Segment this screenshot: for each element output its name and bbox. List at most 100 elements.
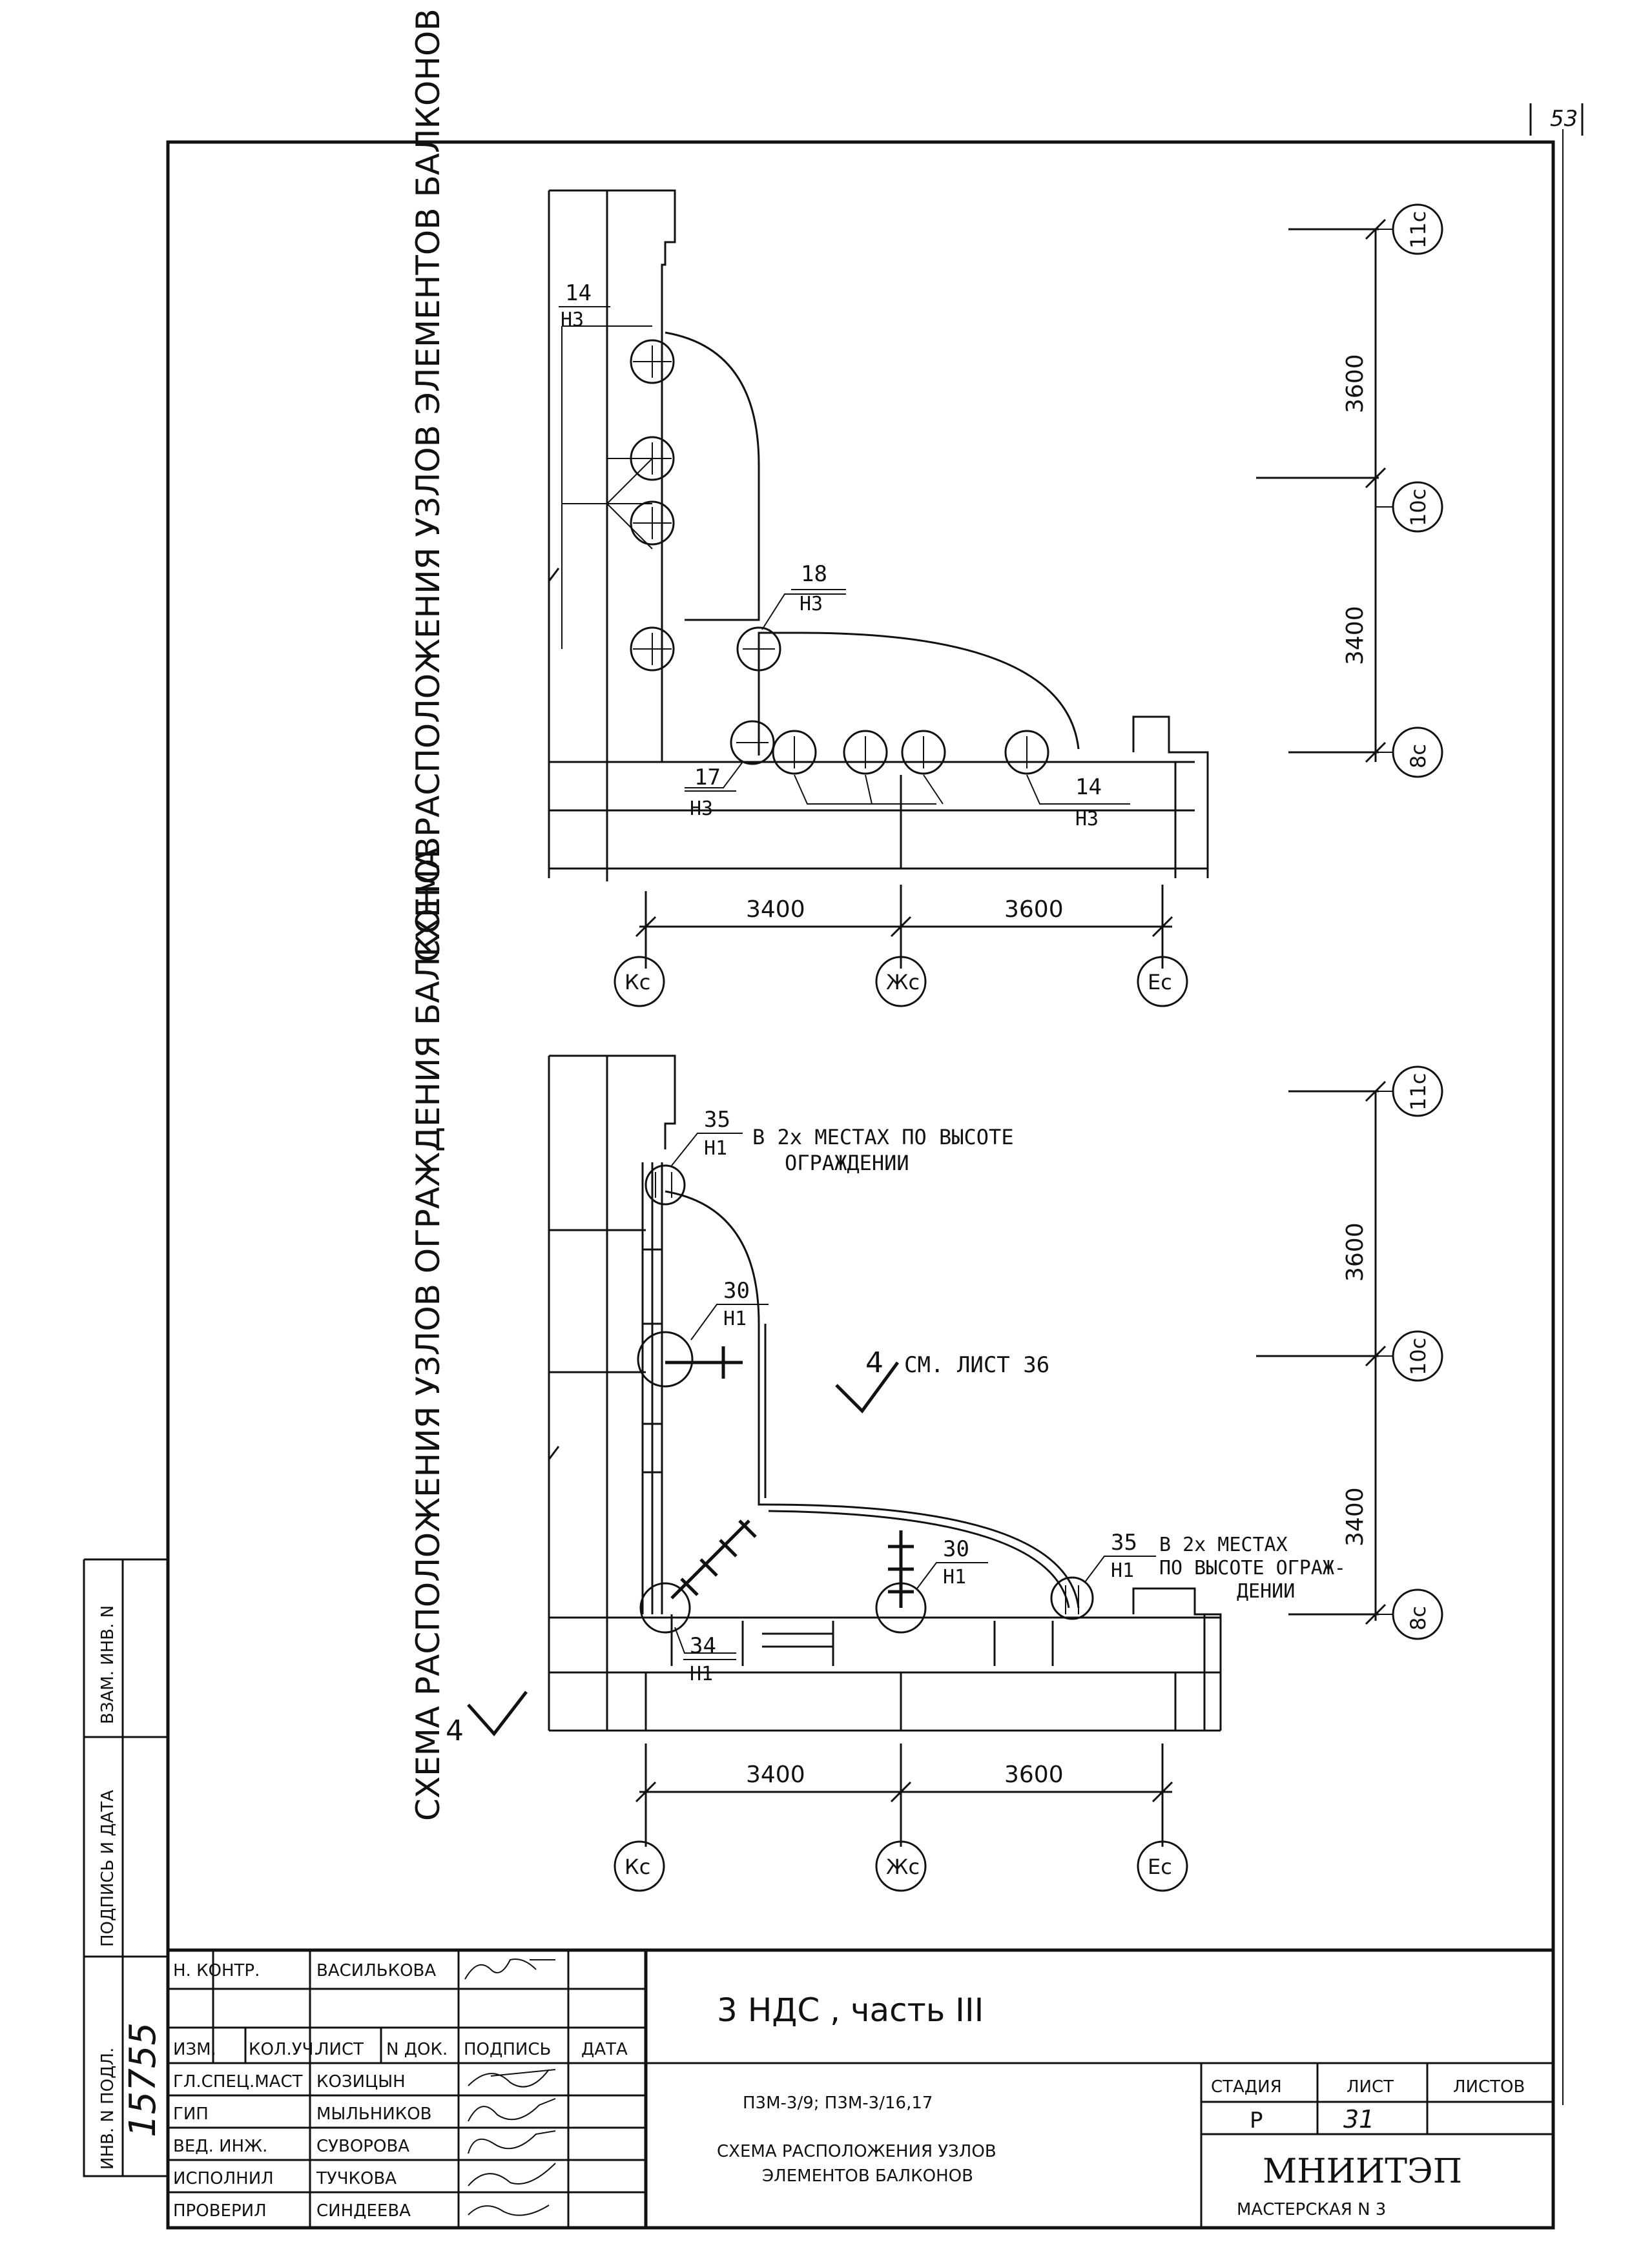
dim-h-3600: 3600 xyxy=(1004,1762,1064,1788)
sheet-title-line1: СХЕМА РАСПОЛОЖЕНИЯ УЗЛОВ xyxy=(717,2142,996,2161)
callout-sheet: Н3 xyxy=(690,797,713,820)
hdr-listov: ЛИСТОВ xyxy=(1453,2077,1525,2097)
callout-number: 17 xyxy=(694,765,721,790)
signer-rows: ГЛ.СПЕЦ.МАСТ КОЗИЦЫН ГИП МЫЛЬНИКОВ ВЕД. … xyxy=(173,2072,432,2221)
axis-label: 10с xyxy=(1406,489,1430,526)
dim-h-3400: 3400 xyxy=(746,1762,805,1788)
axis-label: Кс xyxy=(625,1855,650,1879)
callout-number: 34 xyxy=(690,1633,716,1659)
project-title: 3 НДС , часть III xyxy=(717,1991,984,2029)
note-right-line2: ПО ВЫСОТЕ ОГРАЖ- xyxy=(1159,1557,1346,1579)
axis-bubbles-horizontal: Кс Жс Ес xyxy=(614,1840,1188,1892)
axis-bubbles-horizontal: Кс Жс Ес xyxy=(614,956,1188,1007)
doc-codes: П3М-3/9; П3М-3/16,17 xyxy=(743,2093,933,2113)
callout-number: 30 xyxy=(723,1278,750,1304)
callout-number: 18 xyxy=(801,561,827,587)
note-right-line3: ДЕНИИ xyxy=(1237,1580,1295,1603)
sheet-title-line2: ЭЛЕМЕНТОВ БАЛКОНОВ xyxy=(762,2166,973,2186)
signer-role: ИСПОЛНИЛ xyxy=(173,2169,274,2188)
callout-sheet: Н3 xyxy=(1075,808,1099,830)
axis-label: Жс xyxy=(886,970,920,994)
col-izm: ИЗМ. xyxy=(173,2040,216,2059)
note-top-line1: В 2х МЕСТАХ ПО ВЫСОТЕ xyxy=(752,1125,1014,1149)
section-ref: СМ. ЛИСТ 36 xyxy=(904,1352,1049,1378)
guard-notes: В 2х МЕСТАХ ПО ВЫСОТЕ ОГРАЖДЕНИИ В 2х МЕ… xyxy=(752,1125,1346,1603)
axis-label: Ес xyxy=(1148,1855,1172,1879)
node-circles xyxy=(630,339,1049,775)
guard-node-circles xyxy=(637,1164,1094,1634)
axis-label: 10с xyxy=(1406,1338,1430,1375)
axis-label: 11с xyxy=(1406,1073,1430,1111)
signer-name: ТУЧКОВА xyxy=(316,2169,397,2188)
section-mark-number: 4 xyxy=(865,1346,883,1379)
side-stamp: ВЗАМ. ИНВ. N ПОДПИСЬ И ДАТА ИНВ. N ПОДЛ.… xyxy=(83,1558,168,2177)
axis-label: 8с xyxy=(1406,744,1430,768)
signer-role: ПРОВЕРИЛ xyxy=(173,2201,267,2221)
section-mark-4: 4 СМ. ЛИСТ 36 4 xyxy=(446,1346,1049,1747)
signer-role: ВЕД. ИНЖ. xyxy=(173,2137,267,2156)
axis-label: Ес xyxy=(1148,970,1172,994)
podpis-data-label: ПОДПИСЬ И ДАТА xyxy=(98,1790,118,1947)
stadia-value: Р xyxy=(1250,2108,1263,2133)
signatures xyxy=(468,2069,556,2216)
callout-number: 14 xyxy=(565,280,592,306)
col-koluch: КОЛ.УЧ. xyxy=(249,2040,319,2059)
callout-sheet: Н3 xyxy=(800,593,823,615)
signer-role: ГИП xyxy=(173,2104,209,2124)
callout-sheet: Н1 xyxy=(723,1308,747,1330)
signer-role: ГЛ.СПЕЦ.МАСТ xyxy=(173,2072,303,2092)
axis-label: 8с xyxy=(1406,1606,1430,1630)
col-list: ЛИСТ xyxy=(316,2040,364,2059)
n-kontr-name: ВАСИЛЬКОВА xyxy=(316,1961,436,1980)
inv-podl-label: ИНВ. N ПОДЛ. xyxy=(98,2048,118,2170)
bottom-callouts: 35 Н1 30 Н1 30 Н1 35 Н1 34 Н1 xyxy=(683,1107,1156,1685)
col-data: ДАТА xyxy=(581,2040,628,2059)
dim-h-3400: 3400 xyxy=(746,896,805,923)
axis-label: Кс xyxy=(625,970,650,994)
dim-v-3600: 3600 xyxy=(1342,354,1368,413)
signer-name: СУВОРОВА xyxy=(316,2137,409,2156)
axis-label: Жс xyxy=(886,1855,920,1879)
callout-number: 35 xyxy=(704,1107,730,1133)
callout-sheet: Н1 xyxy=(690,1663,713,1685)
top-callouts: 14 Н3 18 Н3 17 Н3 14 Н3 xyxy=(559,280,1130,830)
callout-number: 30 xyxy=(943,1536,969,1562)
signer-name: СИНДЕЕВА xyxy=(316,2201,411,2221)
callout-number: 14 xyxy=(1075,774,1102,800)
title-block: Н. КОНТР. ВАСИЛЬКОВА 3 НДС , часть III И… xyxy=(168,1948,1553,2228)
callout-number: 35 xyxy=(1111,1530,1137,1556)
axis-bubbles-vertical: 11с 10с 8с xyxy=(1376,203,1443,778)
dim-v-3600: 3600 xyxy=(1342,1222,1368,1282)
note-right-line1: В 2х МЕСТАХ xyxy=(1159,1534,1288,1556)
signer-name: КОЗИЦЫН xyxy=(316,2072,406,2092)
hdr-list: ЛИСТ xyxy=(1347,2077,1394,2097)
col-podpis: ПОДПИСЬ xyxy=(464,2040,551,2059)
signature-vasilkova xyxy=(464,1959,555,1980)
callout-sheet: Н1 xyxy=(704,1137,727,1160)
org-name: МНИИТЭП xyxy=(1263,2152,1462,2191)
n-kontr-role: Н. КОНТР. xyxy=(173,1961,260,1980)
hdr-stadia: СТАДИЯ xyxy=(1211,2077,1282,2097)
callout-sheet: Н1 xyxy=(943,1566,966,1589)
axis-bubbles-vertical: 11с 10с 8с xyxy=(1376,1065,1443,1640)
dim-h-3600: 3600 xyxy=(1004,896,1064,923)
page-number: 53 xyxy=(1550,106,1578,132)
org-sub: МАСТЕРСКАЯ N 3 xyxy=(1237,2200,1386,2219)
sheet-frame xyxy=(166,140,1555,2230)
signer-name: МЫЛЬНИКОВ xyxy=(316,2104,432,2124)
vzam-inv-label: ВЗАМ. ИНВ. N xyxy=(98,1605,118,1724)
callout-sheet: Н1 xyxy=(1111,1559,1134,1582)
list-value: 31 xyxy=(1343,2105,1374,2133)
callout-sheet: Н3 xyxy=(561,309,584,331)
bottom-plan-title: СХЕМА РАСПОЛОЖЕНИЯ УЗЛОВ ОГРАЖДЕНИЯ БАЛК… xyxy=(409,837,447,1822)
inv-number: 15755 xyxy=(122,2022,164,2137)
note-top-line2: ОГРАЖДЕНИИ xyxy=(785,1151,909,1175)
top-plan-title: СХЕМА РАСПОЛОЖЕНИЯ УЗЛОВ ЭЛЕМЕНТОВ БАЛКО… xyxy=(409,8,447,962)
col-ndok: N ДОК. xyxy=(386,2040,448,2059)
axis-label: 11с xyxy=(1406,211,1430,249)
dim-v-3400: 3400 xyxy=(1342,1487,1368,1547)
bottom-plan: СХЕМА РАСПОЛОЖЕНИЯ УЗЛОВ ОГРАЖДЕНИЯ БАЛК… xyxy=(409,837,1443,1892)
top-plan: СХЕМА РАСПОЛОЖЕНИЯ УЗЛОВ ЭЛЕМЕНТОВ БАЛКО… xyxy=(409,8,1443,1007)
section-mark-number: 4 xyxy=(446,1714,464,1747)
